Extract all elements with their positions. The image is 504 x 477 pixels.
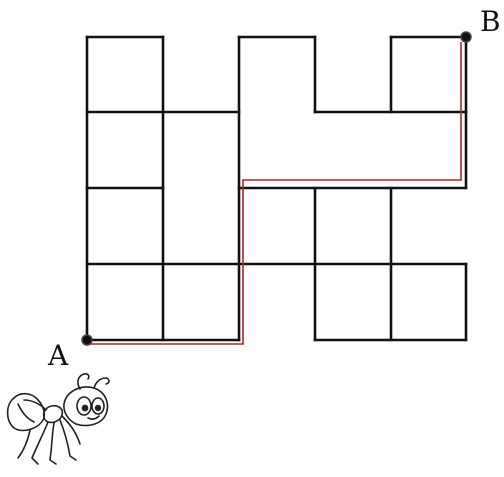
grid-walls [87,37,466,340]
ant-icon [8,374,109,464]
start-label: A [48,342,68,370]
start-point-icon [82,335,92,345]
end-point-icon [461,32,471,42]
end-label: B [480,8,501,36]
route-path [87,42,461,344]
